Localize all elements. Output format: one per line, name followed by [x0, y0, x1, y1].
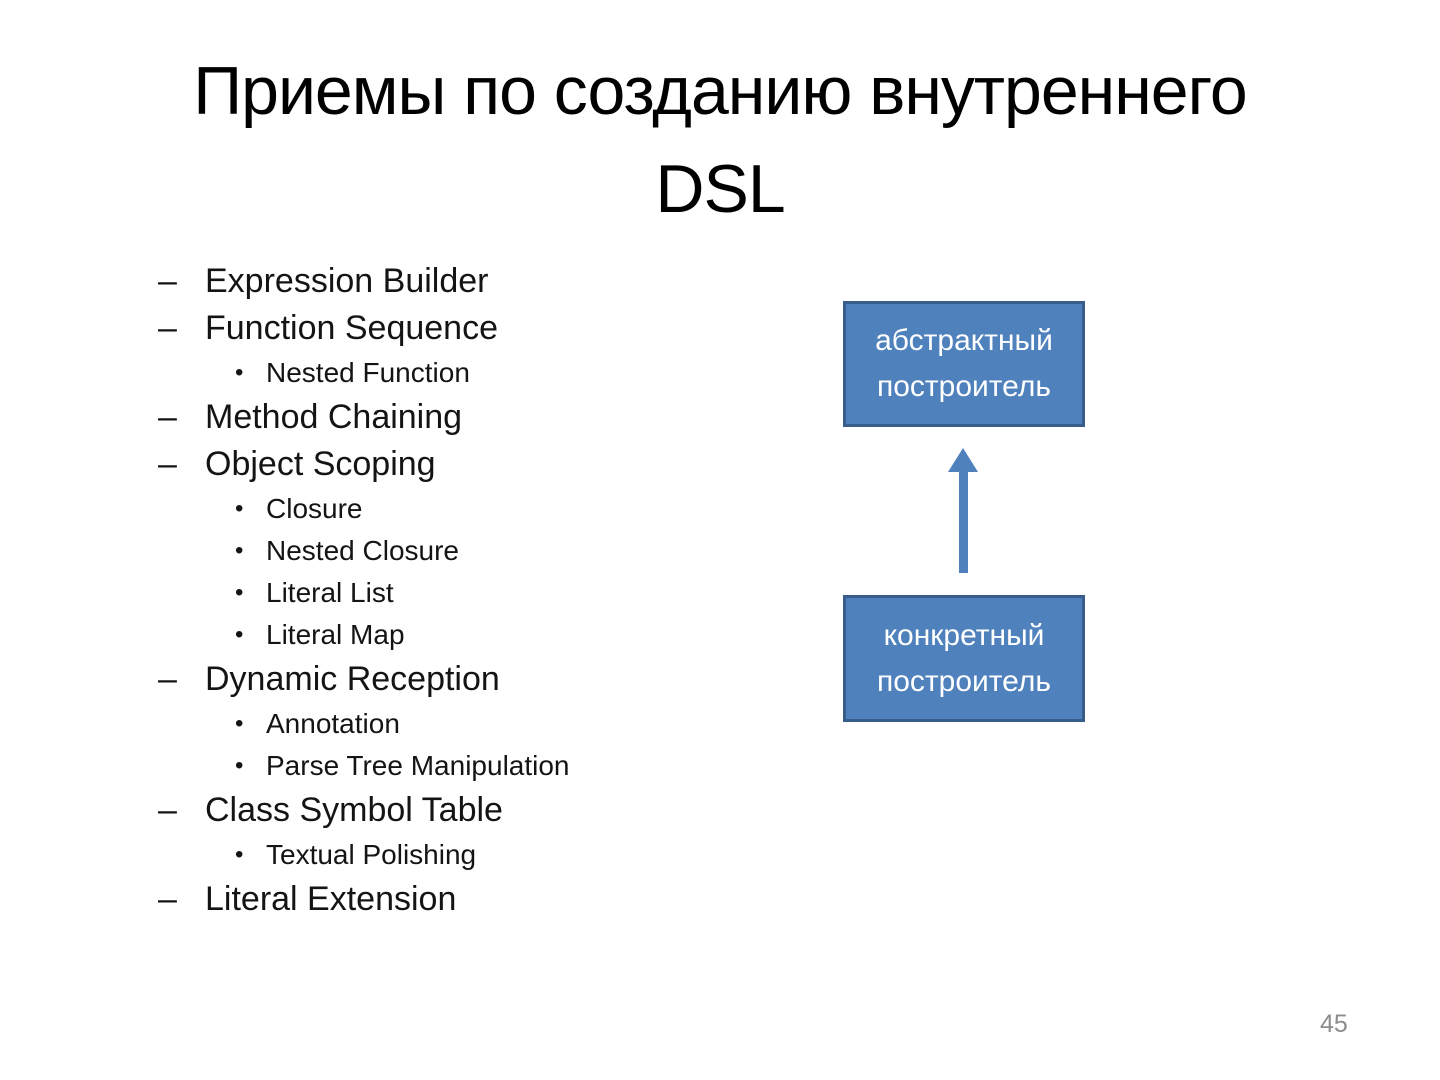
- dot-bullet: •: [235, 752, 244, 779]
- slide-title: Приемы по созданию внутреннего DSL: [0, 42, 1440, 238]
- list-item-label: Nested Function: [266, 357, 470, 388]
- slide-title-line1: Приемы по созданию внутреннего: [193, 53, 1247, 129]
- list-item-label: Parse Tree Manipulation: [266, 750, 570, 781]
- list-item: – Dynamic Reception: [158, 656, 570, 703]
- list-item-label: Function Sequence: [205, 309, 498, 347]
- dot-bullet: •: [235, 359, 244, 386]
- concrete-builder-box: конкретный построитель: [843, 595, 1085, 722]
- list-item-label: Closure: [266, 493, 363, 524]
- dot-bullet: •: [235, 537, 244, 564]
- list-item: – Literal Extension: [158, 876, 570, 923]
- list-subitem: • Nested Closure: [158, 530, 570, 572]
- list-item-label: Class Symbol Table: [205, 791, 503, 829]
- list-item: – Class Symbol Table: [158, 787, 570, 834]
- list-item-label: Dynamic Reception: [205, 660, 500, 698]
- list-subitem: • Literal Map: [158, 614, 570, 656]
- list-subitem: • Textual Polishing: [158, 834, 570, 876]
- up-arrow-icon: [948, 448, 978, 472]
- dash-bullet: –: [158, 309, 177, 347]
- list-item-label: Annotation: [266, 708, 400, 739]
- list-item-label: Object Scoping: [205, 445, 436, 483]
- concrete-builder-label: конкретный построитель: [876, 618, 1052, 698]
- dash-bullet: –: [158, 398, 177, 436]
- dot-bullet: •: [235, 579, 244, 606]
- list-subitem: • Parse Tree Manipulation: [158, 745, 570, 787]
- list-item-label: Textual Polishing: [266, 839, 477, 870]
- list-item: – Expression Builder: [158, 258, 570, 305]
- dot-bullet: •: [235, 710, 244, 737]
- list-item-label: Literal Map: [266, 619, 405, 650]
- up-arrow-shaft: [959, 470, 968, 573]
- list-item: – Function Sequence: [158, 305, 570, 352]
- page-number: 45: [1320, 1010, 1348, 1038]
- list-item-label: Method Chaining: [205, 398, 463, 436]
- dot-bullet: •: [235, 495, 244, 522]
- list-subitem: • Annotation: [158, 703, 570, 745]
- list-subitem: • Literal List: [158, 572, 570, 614]
- dash-bullet: –: [158, 791, 177, 829]
- dot-bullet: •: [235, 621, 244, 648]
- abstract-builder-label: абстрактный построитель: [875, 324, 1053, 403]
- dash-bullet: –: [158, 445, 177, 483]
- slide-title-line2: DSL: [655, 151, 785, 227]
- dash-bullet: –: [158, 660, 177, 698]
- list-item-label: Nested Closure: [266, 535, 459, 566]
- dot-bullet: •: [235, 841, 244, 868]
- list-item: – Method Chaining: [158, 394, 570, 441]
- list-subitem: • Nested Function: [158, 352, 570, 394]
- list-item-label: Literal List: [266, 577, 394, 608]
- list-item-label: Expression Builder: [205, 262, 489, 300]
- outline-list: – Expression Builder – Function Sequence…: [158, 258, 570, 923]
- list-subitem: • Closure: [158, 488, 570, 530]
- list-item-label: Literal Extension: [205, 880, 457, 918]
- dash-bullet: –: [158, 262, 177, 300]
- abstract-builder-box: абстрактный построитель: [843, 301, 1085, 427]
- list-item: – Object Scoping: [158, 441, 570, 488]
- dash-bullet: –: [158, 880, 177, 918]
